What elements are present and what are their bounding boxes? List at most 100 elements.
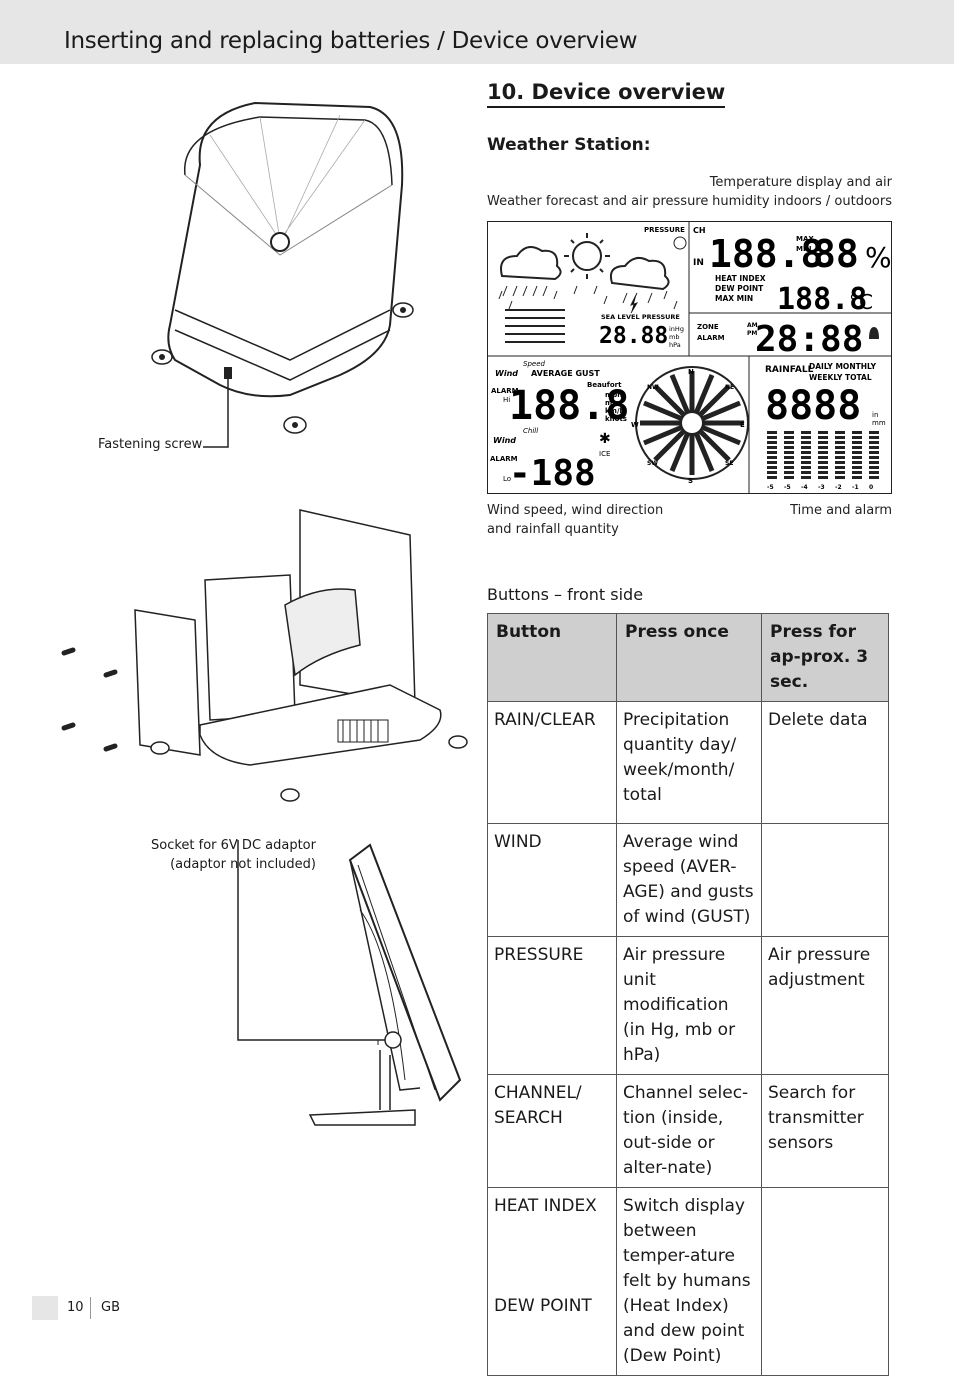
rain-bar-segment: [869, 471, 879, 474]
rain-bar-segment: [852, 476, 862, 479]
fastening-screw-label: Fastening screw: [98, 437, 203, 452]
rain-bar-segment: [818, 476, 828, 479]
sun-icon: [564, 233, 610, 279]
rain-bar-segment: [784, 446, 794, 449]
compass-s: S: [688, 477, 693, 485]
rain-bar-segment: [818, 466, 828, 469]
chill-digits: -188: [509, 453, 596, 494]
unit-in: in: [872, 411, 878, 419]
rain-tick-5: -2: [835, 484, 842, 491]
rain-bar-segment: [818, 441, 828, 444]
rain-bar-segment: [835, 456, 845, 459]
rain-bar-segment: [767, 471, 777, 474]
rain-tick-7: 0: [869, 484, 873, 491]
rain-bar-segment: [852, 466, 862, 469]
rain-bar-segment: [869, 446, 879, 449]
rain-bar-segment: [852, 461, 862, 464]
row-button: HEAT INDEX DEW POINT: [487, 1187, 617, 1376]
cloud-rain-icon: [500, 246, 562, 297]
rain-bar-segment: [869, 431, 879, 434]
buttons-front-side-label: Buttons – front side: [487, 585, 644, 604]
row-press-once: Average wind speed (AVER-AGE) and gusts …: [616, 823, 762, 937]
snowflake-icon: ✱: [599, 431, 611, 447]
compass-e: E: [740, 421, 745, 429]
wind-compass: N NE E SE S SW W NW: [631, 366, 749, 485]
weekly-total-label: WEEKLY TOTAL: [809, 373, 872, 382]
rain-bar-segment: [835, 431, 845, 434]
rain-bar-segment: [801, 436, 811, 439]
rain-bar-segment: [835, 436, 845, 439]
row-button-dew-point: DEW POINT: [494, 1296, 592, 1316]
lcd-display-diagram: PRESSURE SEA LEVEL PRESSURE 28.88 inHg m…: [487, 221, 892, 494]
rain-tick-6: -1: [852, 484, 859, 491]
rain-bar-segment: [835, 451, 845, 454]
rain-bar-segment: [784, 441, 794, 444]
humidity-digits: 88: [813, 232, 859, 276]
rain-bar-segment: [767, 461, 777, 464]
rain-bar-segment: [835, 461, 845, 464]
rain-bar-segment: [818, 446, 828, 449]
row-press-once: Switch display between temper-ature felt…: [616, 1187, 762, 1376]
rain-bar-segment: [767, 456, 777, 459]
wind-alarm-label: ALARM: [491, 387, 519, 395]
chill-label: Chill: [523, 427, 538, 435]
wind-label: Wind: [495, 369, 518, 378]
rain-bar-segment: [767, 441, 777, 444]
compass-w: W: [631, 421, 639, 429]
rain-bar-segment: [869, 466, 879, 469]
table-row: WIND Average wind speed (AVER-AGE) and g…: [487, 823, 889, 937]
rain-bar-segment: [852, 446, 862, 449]
rain-bar-segment: [784, 456, 794, 459]
rain-bar-segment: [784, 436, 794, 439]
rain-bar-segment: [869, 476, 879, 479]
unit-kmh: km/h: [605, 407, 625, 415]
row-press-hold: Air pressure adjustment: [761, 936, 889, 1075]
temp-digits: 188.8: [709, 232, 823, 276]
rain-bar-segment: [818, 451, 828, 454]
rain-bar-segment: [835, 466, 845, 469]
rain-bar-segment: [869, 436, 879, 439]
chill-alarm-label: ALARM: [490, 455, 518, 463]
unit-knots: knots: [605, 415, 627, 423]
rain-bar-segment: [852, 471, 862, 474]
max-label: MAX: [796, 235, 814, 243]
buttons-table: Button Press once Press for ap-prox. 3 s…: [487, 613, 889, 1376]
rain-bar-segment: [835, 441, 845, 444]
max-min-label: MAX MIN: [715, 294, 753, 303]
base-station-side-illustration: [237, 840, 462, 1126]
chill-wind-label: Wind: [493, 436, 516, 445]
language-code: GB: [101, 1300, 120, 1315]
compass-nw: NW: [647, 384, 659, 391]
rain-bar-segment: [818, 461, 828, 464]
rain-bar-segment: [818, 436, 828, 439]
pressure-label: PRESSURE: [644, 226, 685, 234]
page-number: 10: [67, 1300, 84, 1315]
rain-bar-segment: [869, 441, 879, 444]
heat-index-label: HEAT INDEX: [715, 274, 766, 283]
sensor-exploded-illustration: [61, 509, 468, 802]
rain-bar-segment: [801, 431, 811, 434]
caption-forecast: Weather forecast and air pressure: [487, 194, 709, 209]
rain-bar-segment: [835, 446, 845, 449]
wind-digits: 188.8: [509, 383, 629, 429]
daily-monthly-label: DAILY MONTHLY: [809, 362, 877, 371]
row-press-hold: Delete data: [761, 701, 889, 824]
percent-sign: %: [865, 241, 892, 274]
lo-label: Lo: [503, 475, 511, 483]
rain-tick-4: -3: [818, 484, 825, 491]
rain-bar-segment: [852, 456, 862, 459]
temp2-digits: 188.8: [777, 282, 867, 317]
header-press-hold: Press for ap-prox. 3 sec.: [761, 613, 889, 702]
rain-bar-segment: [801, 466, 811, 469]
row-button: WIND: [487, 823, 617, 937]
rain-bar-segment: [835, 471, 845, 474]
rain-bar-segment: [801, 441, 811, 444]
rain-bar-segment: [784, 431, 794, 434]
row-press-hold: [761, 823, 889, 937]
row-press-hold: Search for transmitter sensors: [761, 1074, 889, 1188]
rain-bar-segment: [869, 461, 879, 464]
rain-bar-segment: [852, 431, 862, 434]
rain-bar-segment: [767, 446, 777, 449]
caption-temperature: Temperature display and air humidity ind…: [709, 175, 892, 209]
rain-bar-segment: [818, 471, 828, 474]
